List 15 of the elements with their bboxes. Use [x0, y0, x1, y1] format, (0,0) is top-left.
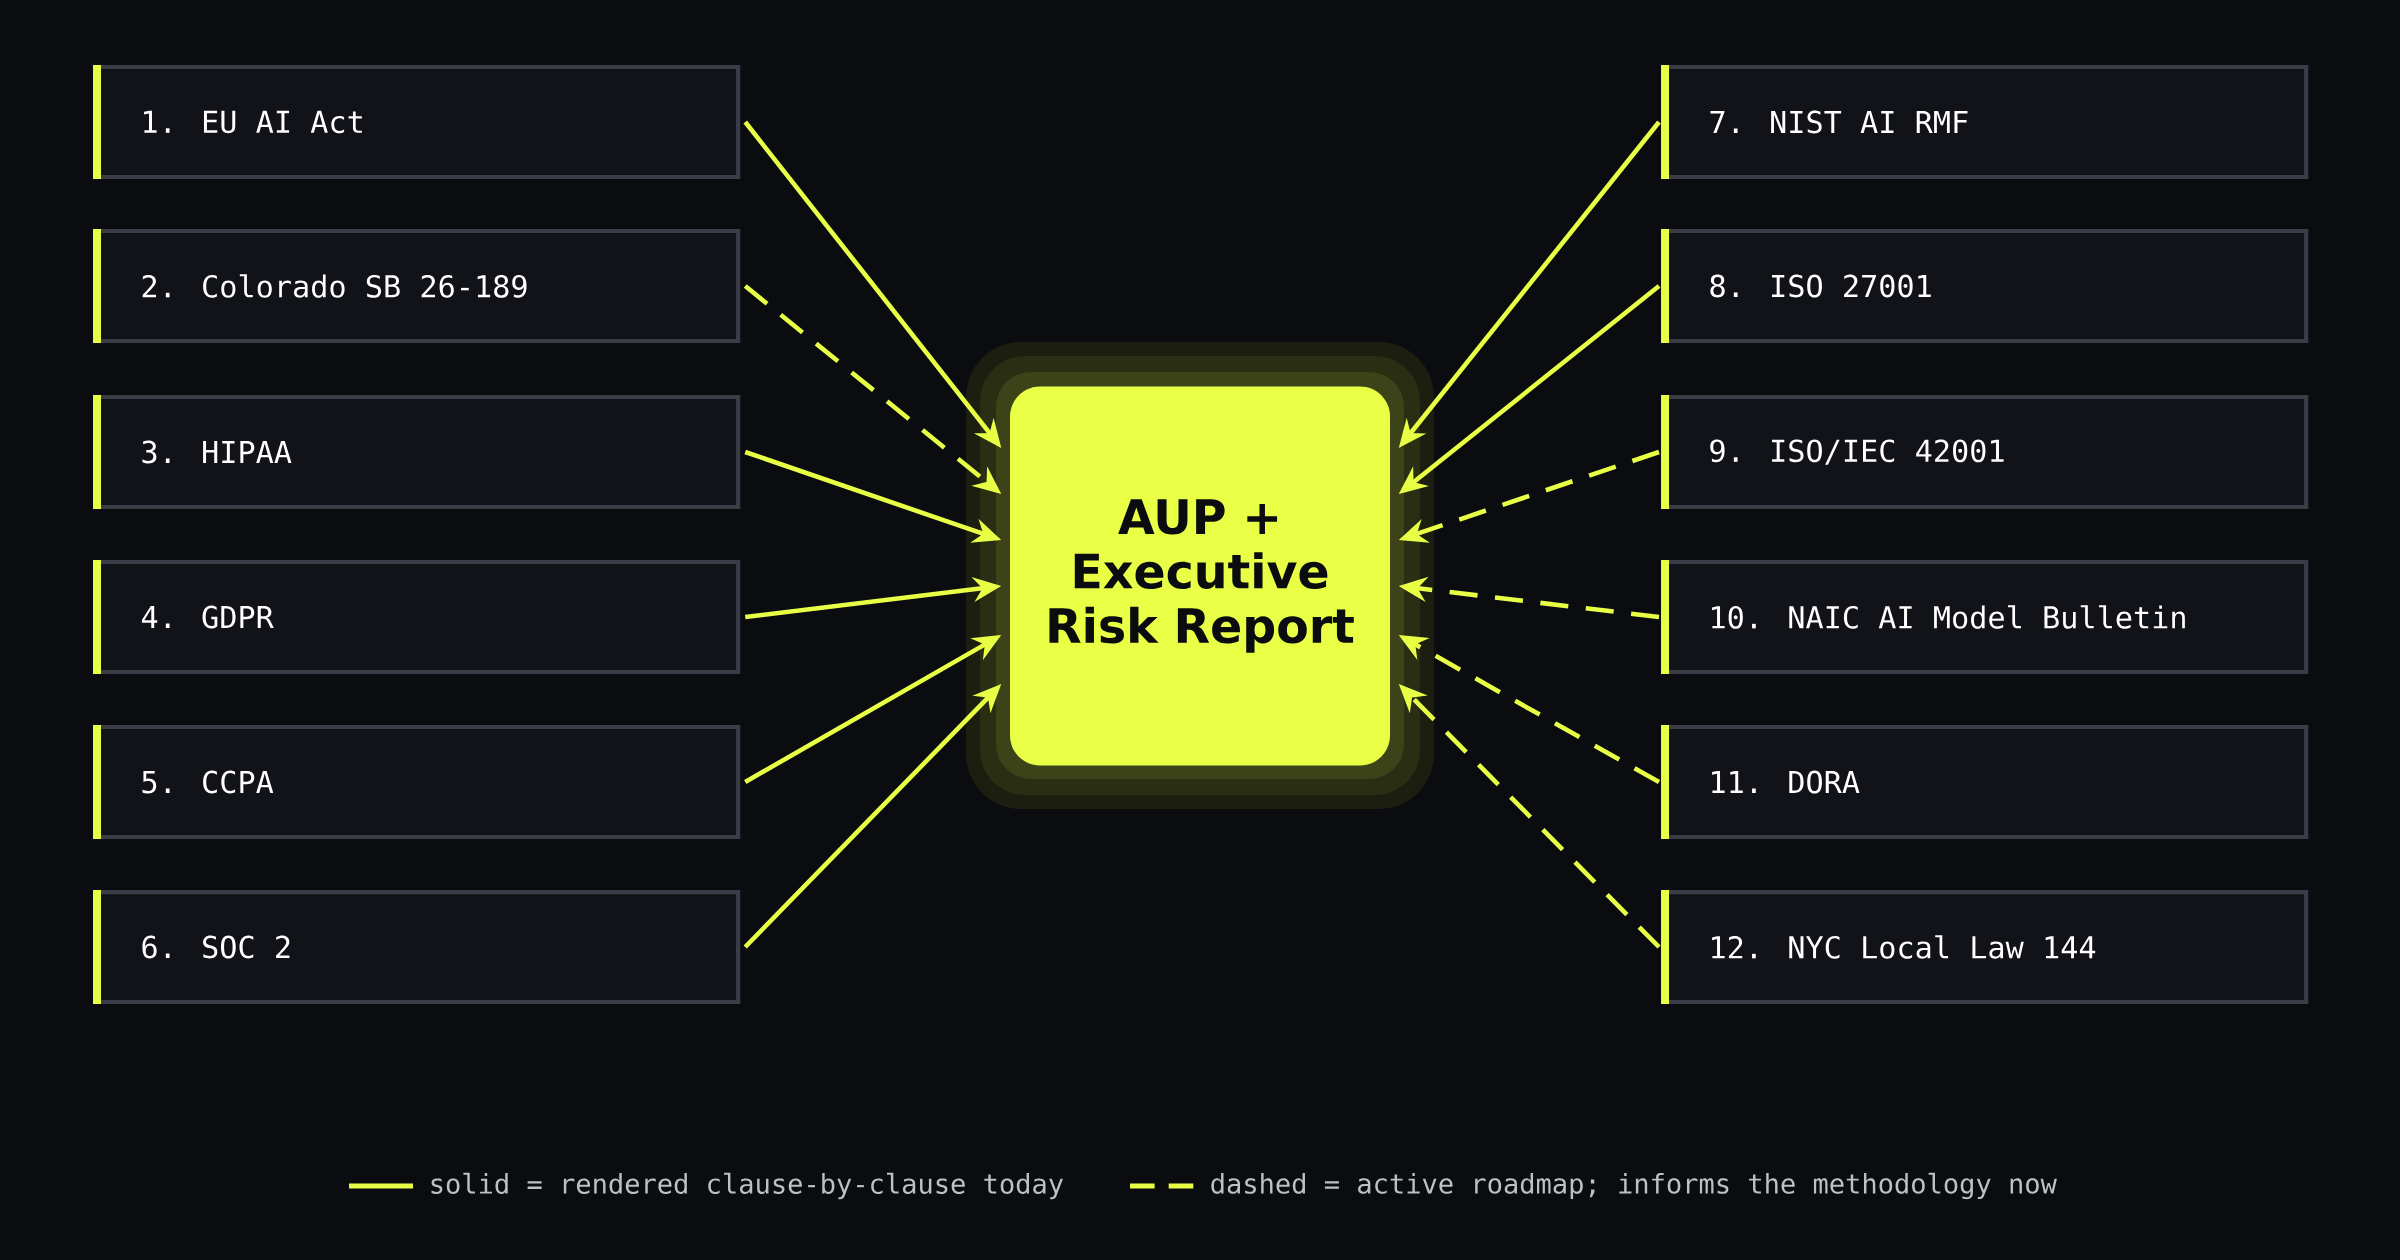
source-box: 6. SOC 2	[93, 889, 741, 1005]
source-box: 1. EU AI Act	[93, 64, 741, 180]
source-box: 4. GDPR	[93, 559, 741, 675]
source-box: 2. Colorado SB 26-189	[93, 228, 741, 344]
result-box: AUP + Executive Risk Report	[1010, 386, 1390, 766]
source-box: 7. NIST AI RMF	[1661, 64, 2309, 180]
legend-text: dashed = active roadmap; informs the methodology now	[1211, 1172, 2057, 1200]
legend-text: solid = rendered clause-by-clause today	[431, 1172, 1063, 1200]
source-box: 8. ISO 27001	[1661, 228, 2309, 344]
source-box: 3. HIPAA	[93, 394, 741, 510]
source-box: 10. NAIC AI Model Bulletin	[1661, 559, 2309, 675]
source-box: 5. CCPA	[93, 724, 741, 840]
source-box: 9. ISO/IEC 42001	[1661, 394, 2309, 510]
source-box: 12. NYC Local Law 144	[1661, 889, 2309, 1005]
source-box: 11. DORA	[1661, 724, 2309, 840]
